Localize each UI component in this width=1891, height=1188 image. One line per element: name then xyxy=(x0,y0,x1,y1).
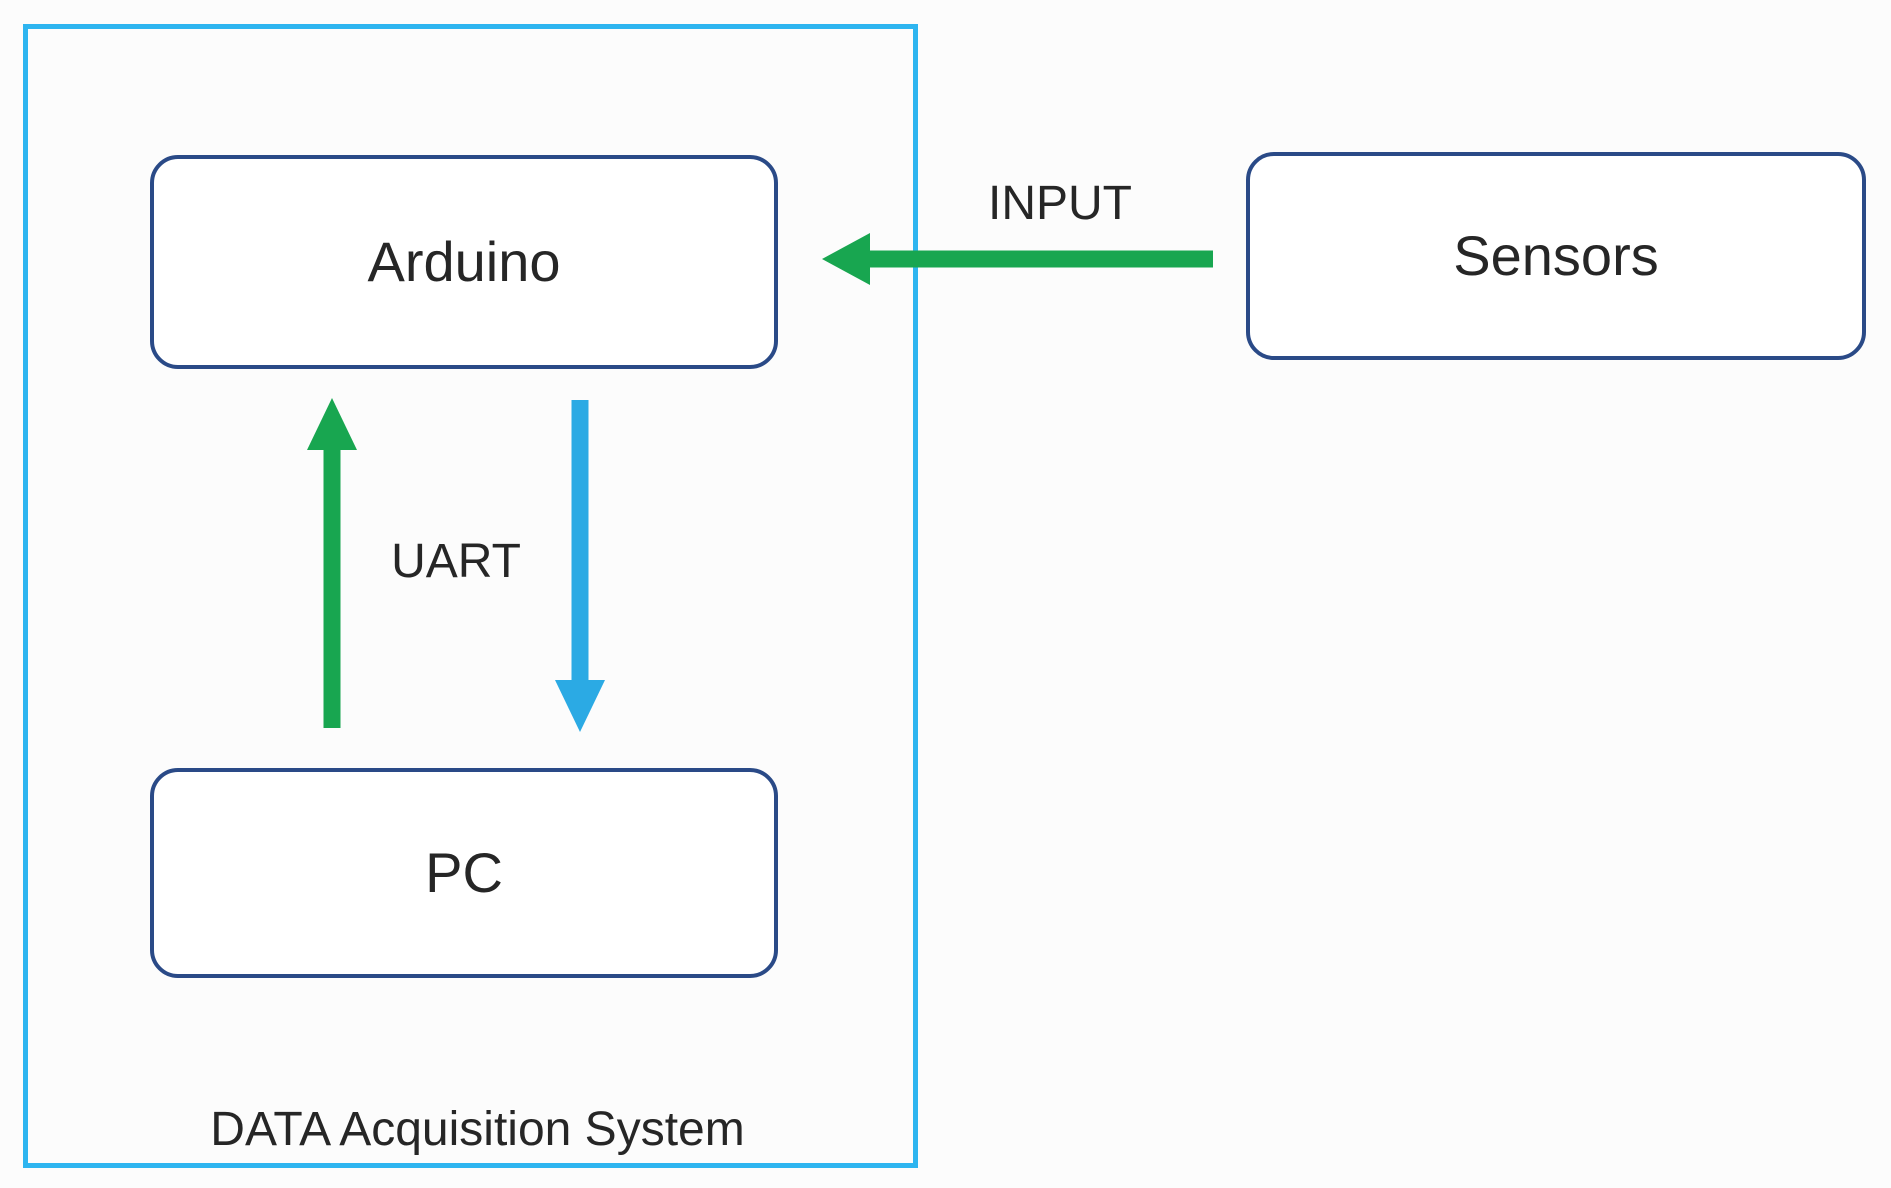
sensors-node: Sensors xyxy=(1246,152,1866,360)
data-acquisition-system-container xyxy=(23,24,918,1168)
pc-node-label: PC xyxy=(425,841,503,904)
arduino-node: Arduino xyxy=(150,155,778,369)
uart-up-arrow-icon xyxy=(307,398,357,728)
input-label: INPUT xyxy=(988,177,1132,230)
pc-node: PC xyxy=(150,768,778,978)
uart-label: UART xyxy=(391,535,521,588)
uart-down-arrow-icon xyxy=(555,400,605,732)
arduino-node-label: Arduino xyxy=(367,230,561,293)
sensors-node-label: Sensors xyxy=(1453,224,1659,287)
input-arrow-icon xyxy=(822,233,1213,285)
data-acquisition-system-label: DATA Acquisition System xyxy=(210,1103,745,1156)
